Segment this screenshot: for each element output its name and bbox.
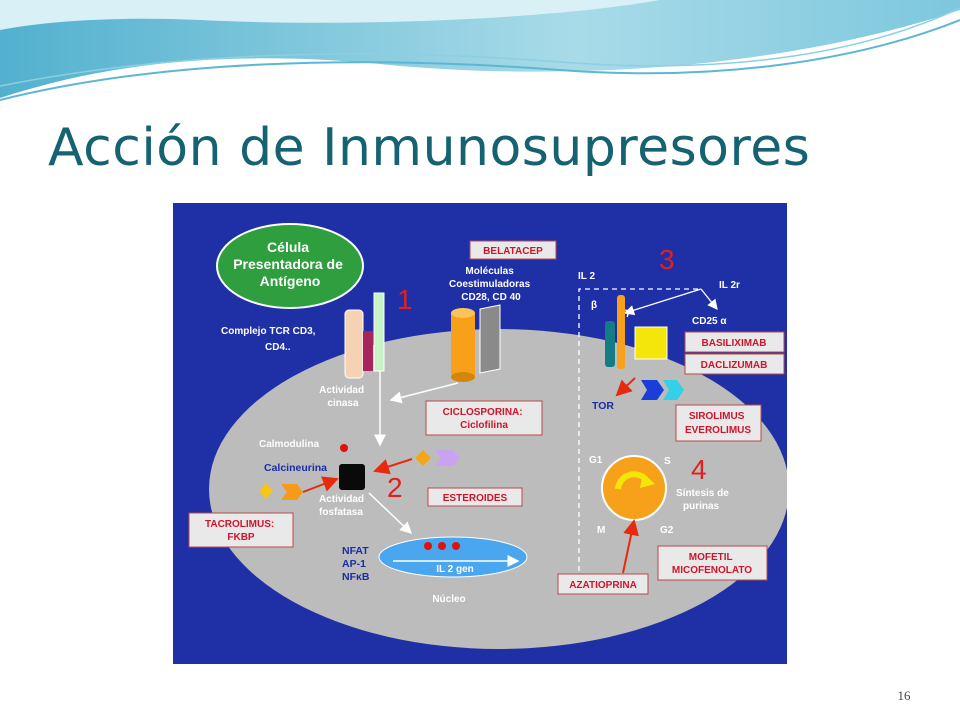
- phosphatase-activity-label: Actividad fosfatasa: [319, 494, 367, 518]
- cell-cycle-circle: [601, 455, 667, 521]
- transcription-factor-dot-1: [424, 542, 432, 550]
- fkbp-molecule: [281, 484, 303, 500]
- ciclosporina-arrow: [373, 458, 413, 475]
- tcr-receptor-bar: [344, 309, 364, 379]
- ciclosporina-drug-box: [425, 400, 543, 436]
- cycle-phase-m: M: [597, 525, 605, 536]
- belatacep-drug-box: [469, 240, 557, 260]
- ciclosporina-drug-label: CICLOSPORINA: Ciclofilina: [443, 407, 526, 431]
- basiliximab-drug-label: BASILIXIMAB: [702, 338, 767, 349]
- daclizumab-drug-box: [684, 353, 785, 375]
- antigen-presenting-cell: [216, 223, 364, 309]
- signal-arrow-costim: [389, 382, 459, 404]
- step-number-3: 3: [659, 244, 675, 275]
- il2r-beta-chain: [605, 321, 615, 367]
- azatioprina-drug-label: AZATIOPRINA: [569, 580, 637, 591]
- tacrolimus-arrow: [302, 476, 339, 493]
- immunosuppressor-pathway-diagram: Célula Presentadora de Antígeno 1 Comple…: [173, 203, 787, 664]
- esteroides-drug-label: ESTEROIDES: [443, 493, 508, 504]
- ciclosporina-molecule: [415, 450, 431, 466]
- signal-arrow-nucleus: [368, 492, 413, 535]
- page-title: Acción de Inmunosupresores: [48, 118, 811, 178]
- fkbp-sirolimus-molecule: [663, 380, 684, 400]
- tor-inhibition-arrow: [615, 377, 636, 397]
- il2r-label: IL 2r: [719, 280, 740, 291]
- il2-gene-label: IL 2 gen: [436, 564, 474, 575]
- micofenolato-drug-label: MOFETIL MICOFENOLATO: [672, 552, 752, 576]
- decorative-wave-banner: [0, 0, 960, 101]
- nucleus-il2-gene: [378, 536, 528, 578]
- calmodulin-label: Calmodulina: [259, 439, 319, 450]
- cell-cycle-arrowhead: [640, 473, 655, 488]
- esteroides-drug-box: [427, 487, 523, 507]
- cd25-alpha-chain: [634, 326, 668, 360]
- calmodulin-dot: [340, 444, 348, 452]
- daclizumab-drug-label: DACLIZUMAB: [701, 360, 768, 371]
- ciclofilina-molecule: [435, 450, 460, 466]
- purine-synthesis-label: Síntesis de purinas: [676, 488, 732, 512]
- azatioprina-drug-box: [557, 573, 649, 595]
- cd40-molecule: [479, 304, 501, 374]
- transcription-factor-dot-2: [438, 542, 446, 550]
- tacrolimus-drug-box: [188, 512, 294, 548]
- cycle-phase-s: S: [664, 456, 671, 467]
- transcription-factor-dot-3: [452, 542, 460, 550]
- cycle-phase-g2: G2: [660, 525, 674, 536]
- cd25-label: CD25 α: [692, 316, 727, 327]
- kinase-activity-label: Actividad cinasa: [319, 385, 367, 409]
- cycle-phase-g1: G1: [589, 455, 603, 466]
- sirolimus-drug-box: [675, 404, 762, 442]
- costimulatory-molecules-label: Moléculas Coestimuladoras CD28, CD 40: [449, 266, 533, 303]
- cd3-receptor-bar: [373, 292, 385, 372]
- tor-label: TOR: [592, 400, 614, 412]
- sirolimus-drug-label: SIROLIMUS EVEROLIMUS: [685, 411, 751, 436]
- step-number-2: 2: [387, 472, 403, 503]
- micofenolato-drug-box: [657, 545, 768, 581]
- il2-to-receptor-arrow: [623, 288, 702, 316]
- step-number-4: 4: [691, 454, 707, 485]
- calcineurin-label: Calcineurina: [264, 462, 327, 474]
- step-number-1: 1: [397, 284, 413, 315]
- cd28-molecule: [451, 313, 475, 377]
- cd28-molecule-top: [451, 308, 475, 318]
- transcription-factors-label: NFAT AP-1 NFκB: [342, 545, 372, 583]
- azatioprina-arrow: [622, 519, 639, 574]
- il2-label: IL 2: [578, 271, 595, 282]
- basiliximab-drug-box: [684, 331, 785, 353]
- il2-to-cd25-arrow: [700, 288, 718, 311]
- sirolimus-molecule: [641, 380, 664, 400]
- tacrolimus-drug-label: TACROLIMUS: FKBP: [205, 519, 277, 543]
- calcineurin-block: [339, 464, 365, 490]
- belatacep-drug-label: BELATACEP: [483, 246, 543, 257]
- apc-label: Célula Presentadora de Antígeno: [233, 239, 347, 289]
- cd4-receptor-bar: [363, 331, 373, 371]
- gamma-chain-label: γ: [625, 307, 631, 318]
- cd28-molecule-bottom: [451, 372, 475, 382]
- beta-chain-label: β: [591, 300, 597, 311]
- il2-dashed-pathway: [578, 288, 701, 571]
- il2r-gamma-chain: [617, 295, 625, 369]
- tacrolimus-molecule: [259, 483, 273, 499]
- page-number: 16: [897, 688, 911, 703]
- tcr-complex-label: Complejo TCR CD3, CD4..: [221, 326, 318, 353]
- nucleus-label: Núcleo: [432, 594, 465, 605]
